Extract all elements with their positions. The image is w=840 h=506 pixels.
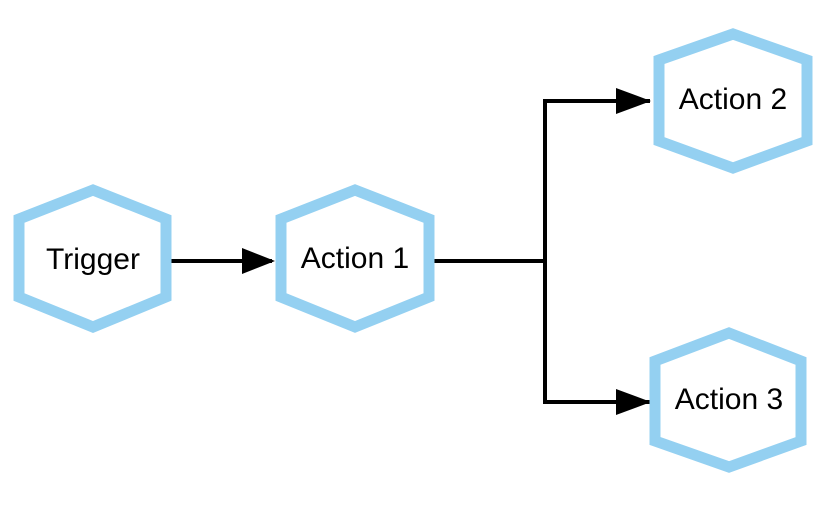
node-action1-label: Action 1 (301, 242, 409, 275)
node-action3-label: Action 3 (675, 383, 783, 416)
arrowhead-action3 (616, 389, 651, 415)
node-trigger[interactable]: Trigger (13, 184, 172, 333)
arrowhead-action1 (242, 248, 275, 274)
node-action3[interactable]: Action 3 (649, 327, 807, 473)
node-action3-hexagon (649, 327, 807, 473)
edge-action1-to-action2 (430, 99, 650, 263)
node-action2-hexagon (653, 28, 813, 174)
node-trigger-label: Trigger (46, 243, 140, 276)
arrowhead-action2 (616, 88, 651, 114)
node-action1[interactable]: Action 1 (275, 184, 435, 333)
node-action2-label: Action 2 (679, 83, 787, 116)
node-action2[interactable]: Action 2 (653, 28, 813, 174)
edge-action1-to-action3 (543, 261, 650, 404)
node-trigger-hexagon (13, 184, 172, 333)
nodes-layer: Trigger Action 1 Action 2 Action 3 (13, 28, 813, 473)
node-action1-hexagon (275, 184, 435, 333)
edges-layer (170, 88, 651, 415)
